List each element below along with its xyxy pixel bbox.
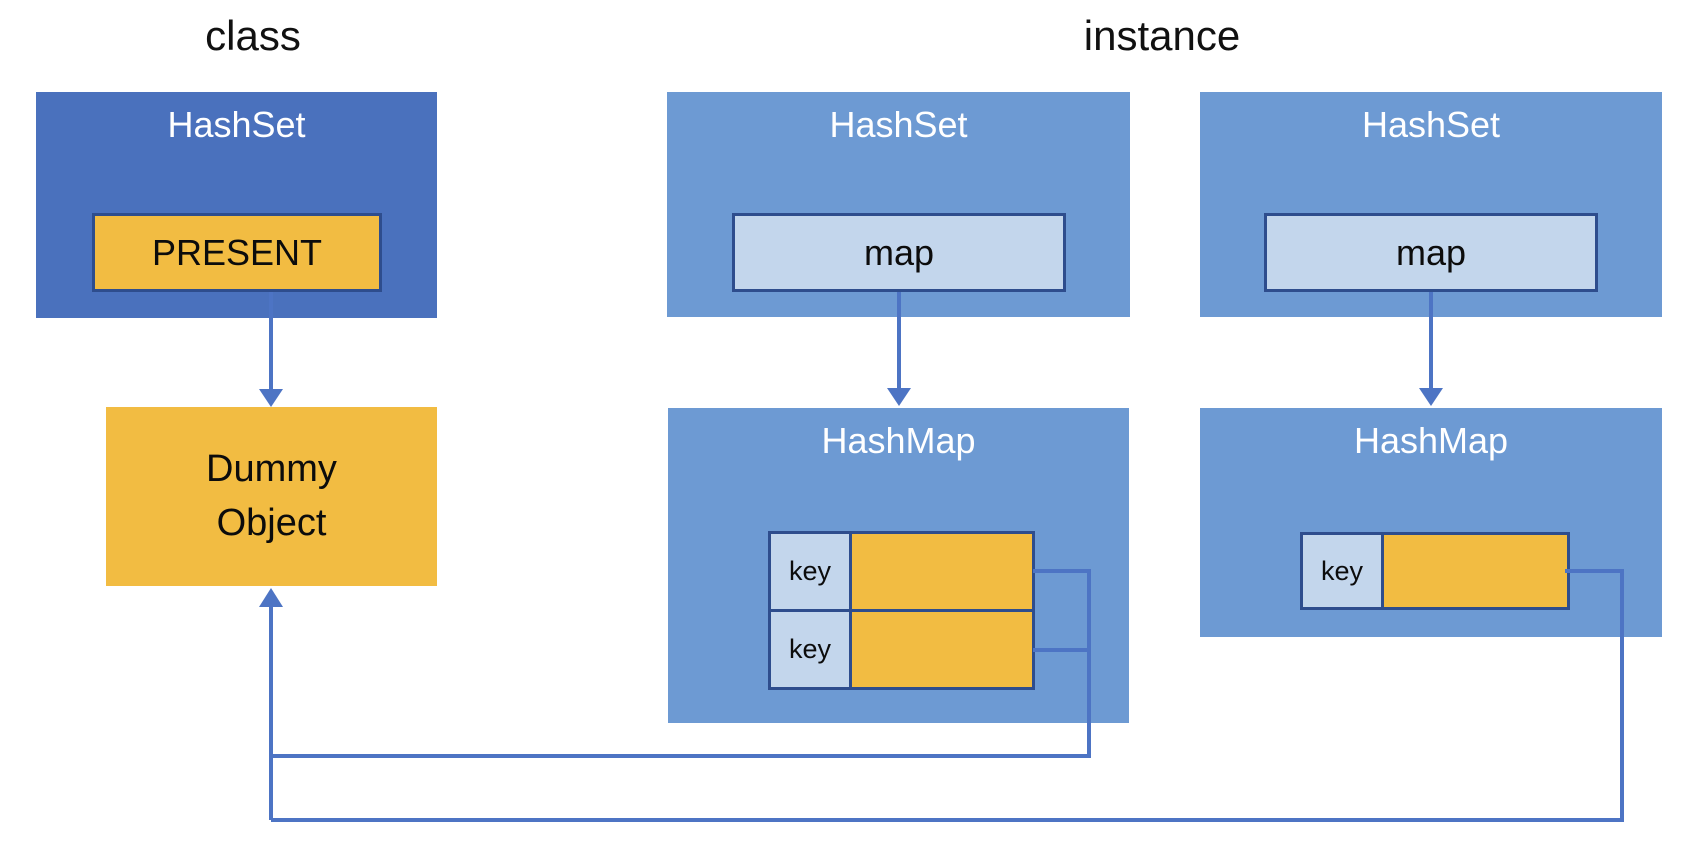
- dummy-object-line1: Dummy: [206, 447, 337, 490]
- section-label-instance: instance: [1083, 12, 1241, 59]
- instance2-entry-table: key: [1300, 532, 1570, 610]
- instance1-entry-table: key key: [768, 531, 1035, 690]
- dummy-object-line2: Object: [216, 501, 327, 544]
- instance1-hashset-title: HashSet: [829, 104, 968, 145]
- connector-up-arrow-to-dummy: [259, 588, 283, 820]
- instance2-hashset-box: HashSet map: [1200, 92, 1662, 317]
- key-cell: key: [1303, 535, 1381, 607]
- instance2-hashmap-box: HashMap key: [1200, 408, 1662, 637]
- dummy-object-box: Dummy Object: [106, 407, 437, 586]
- instance1-map-field: map: [732, 213, 1066, 292]
- value-cell: [852, 534, 1032, 609]
- class-hashset-box: HashSet PRESENT: [36, 92, 437, 318]
- class-hashset-title: HashSet: [167, 104, 306, 145]
- instance1-hashmap-title: HashMap: [821, 420, 976, 461]
- value-cell: [1384, 535, 1567, 607]
- instance2-hashset-title: HashSet: [1361, 104, 1501, 145]
- key-cell: key: [771, 534, 849, 609]
- instance2-hashmap-title: HashMap: [1353, 420, 1509, 461]
- key-cell: key: [771, 612, 849, 687]
- instance1-hashmap-box: HashMap key key: [668, 408, 1129, 723]
- section-label-class: class: [205, 12, 301, 59]
- value-cell: [852, 612, 1032, 687]
- instance2-map-field: map: [1264, 213, 1598, 292]
- present-field: PRESENT: [92, 213, 382, 292]
- instance1-hashset-box: HashSet map: [667, 92, 1130, 317]
